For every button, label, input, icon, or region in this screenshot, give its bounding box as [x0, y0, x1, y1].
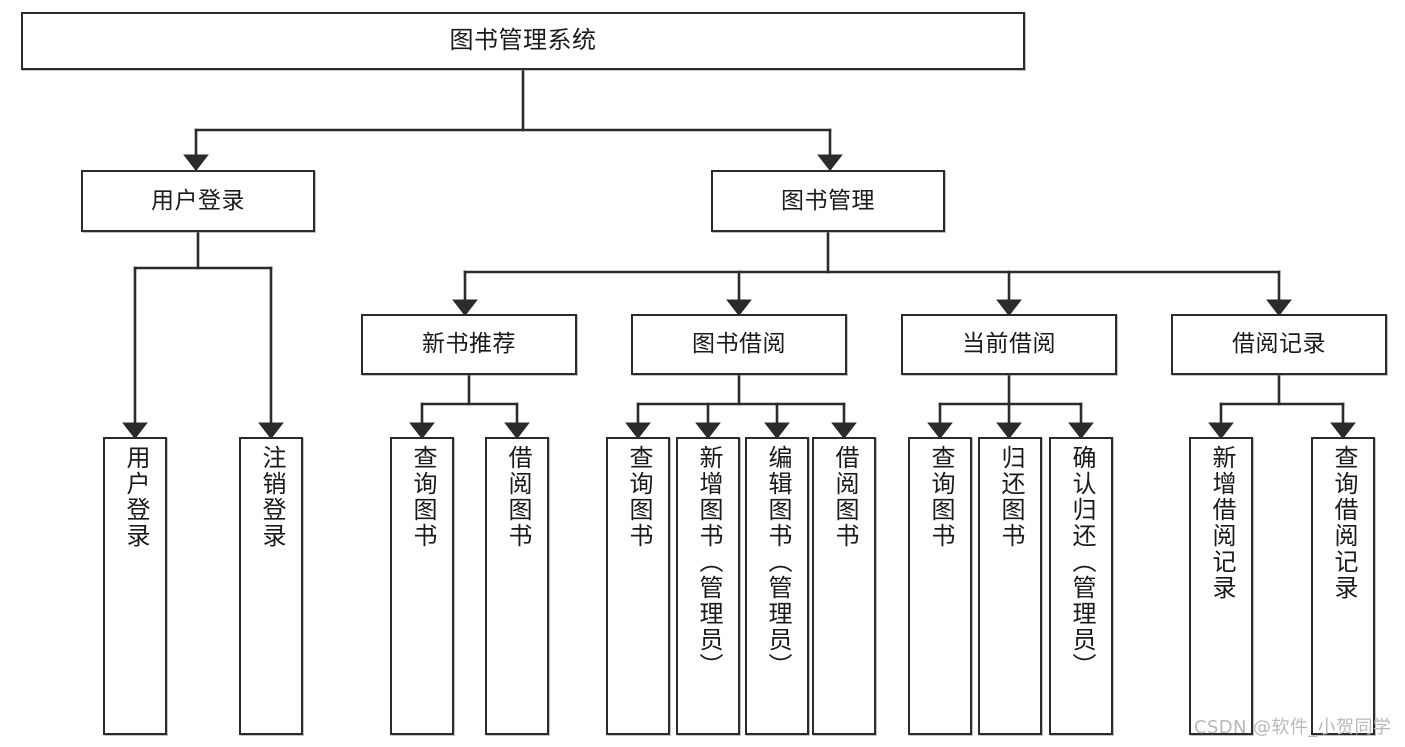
- node-borrow-record[interactable]: 借阅记录: [1171, 314, 1387, 375]
- node-label: 新书推荐: [422, 331, 516, 358]
- leaf-book-borrow-edit-book-admin[interactable]: 编辑图书（管理员）: [745, 437, 809, 735]
- node-label: 编辑图书（管理员）: [763, 445, 792, 679]
- node-label: 用户登录: [151, 187, 245, 214]
- node-label: 查询图书: [926, 445, 955, 549]
- node-label: 确认归还（管理员）: [1067, 445, 1096, 679]
- node-new-book-recommend[interactable]: 新书推荐: [361, 314, 577, 375]
- node-label: 借阅记录: [1232, 331, 1326, 358]
- node-label: 当前借阅: [962, 331, 1056, 358]
- node-book-management[interactable]: 图书管理: [711, 170, 945, 232]
- node-label: 用户登录: [121, 445, 150, 549]
- node-label: 图书管理系统: [449, 26, 597, 55]
- node-label: 图书管理: [781, 187, 875, 214]
- leaf-current-borrow-return-book[interactable]: 归还图书: [978, 437, 1042, 735]
- node-book-borrow[interactable]: 图书借阅: [631, 314, 847, 375]
- node-label: 查询借阅记录: [1329, 445, 1358, 601]
- leaf-book-borrow-add-book-admin[interactable]: 新增图书（管理员）: [676, 437, 740, 735]
- node-label: 借阅图书: [830, 445, 859, 549]
- leaf-borrow-record-query-record[interactable]: 查询借阅记录: [1311, 437, 1375, 735]
- leaf-current-borrow-confirm-return-admin[interactable]: 确认归还（管理员）: [1049, 437, 1113, 735]
- node-label: 注销登录: [257, 445, 286, 549]
- leaf-book-borrow-borrow-book[interactable]: 借阅图书: [812, 437, 876, 735]
- node-current-borrow[interactable]: 当前借阅: [901, 314, 1117, 375]
- node-label: 图书借阅: [692, 331, 786, 358]
- leaf-borrow-record-add-record[interactable]: 新增借阅记录: [1189, 437, 1253, 735]
- leaf-book-borrow-query-book[interactable]: 查询图书: [606, 437, 670, 735]
- node-label: 借阅图书: [503, 445, 532, 549]
- leaf-user-login-login[interactable]: 用户登录: [103, 437, 167, 735]
- node-user-login[interactable]: 用户登录: [81, 170, 315, 232]
- node-label: 查询图书: [408, 445, 437, 549]
- leaf-current-borrow-query-book[interactable]: 查询图书: [908, 437, 972, 735]
- leaf-user-login-logout[interactable]: 注销登录: [239, 437, 303, 735]
- csdn-watermark: CSDN @软件_小贺同学: [1194, 717, 1392, 738]
- leaf-new-book-query-book[interactable]: 查询图书: [390, 437, 454, 735]
- node-label: 查询图书: [624, 445, 653, 549]
- node-label: 新增图书（管理员）: [694, 445, 723, 679]
- node-root-book-management-system[interactable]: 图书管理系统: [21, 12, 1025, 70]
- leaf-new-book-borrow-book[interactable]: 借阅图书: [485, 437, 549, 735]
- node-label: 归还图书: [996, 445, 1025, 549]
- node-label: 新增借阅记录: [1207, 445, 1236, 601]
